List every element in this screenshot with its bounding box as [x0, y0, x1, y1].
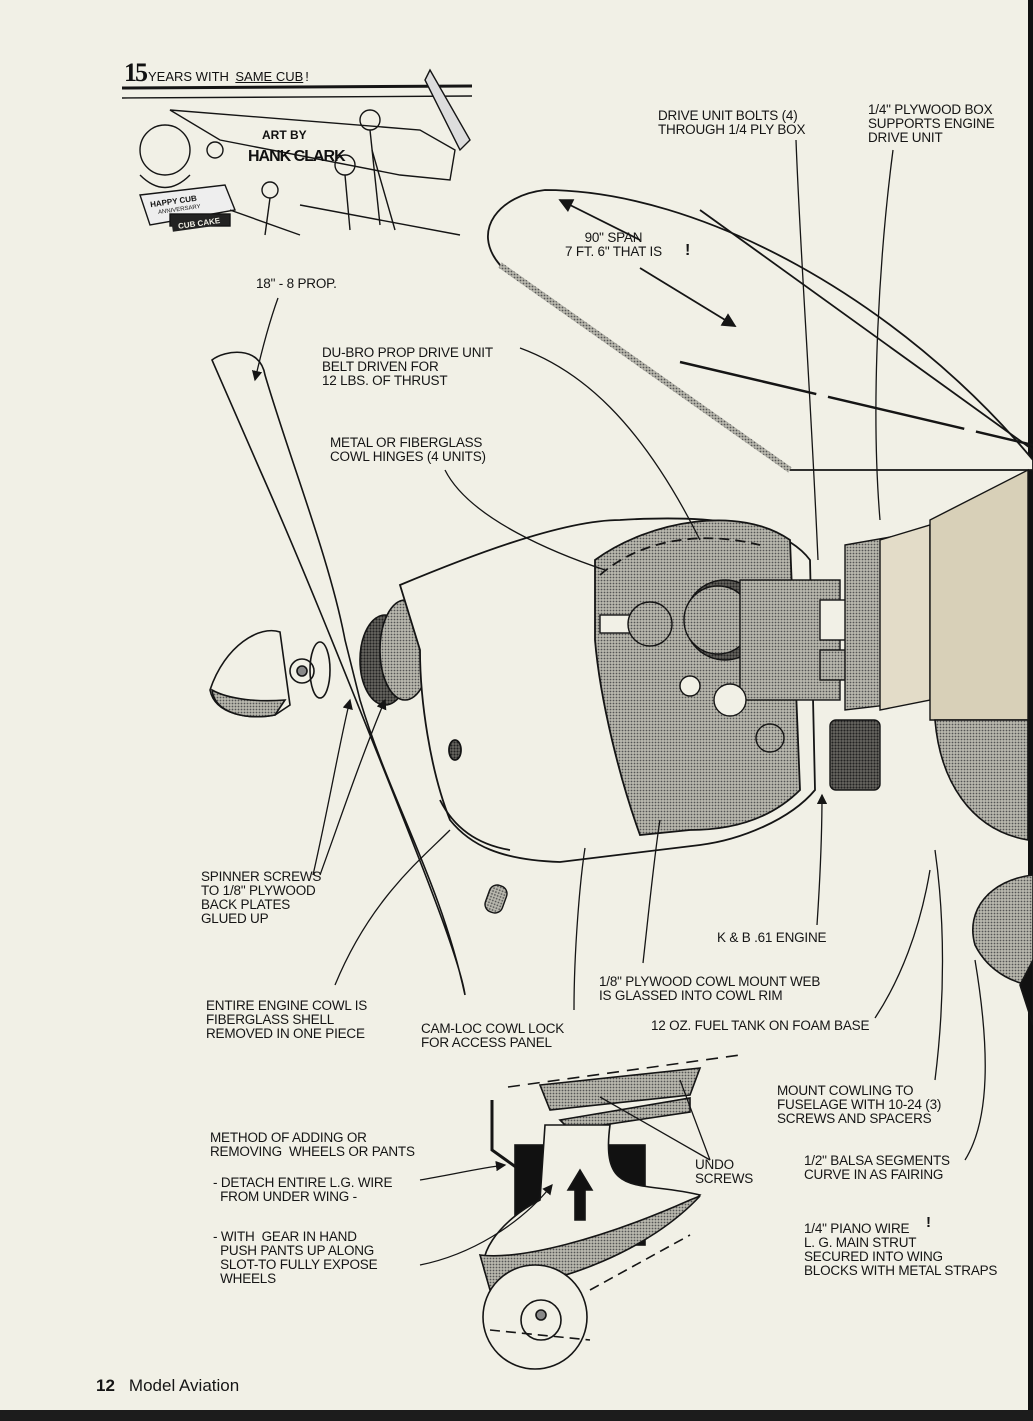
- scan-edge-bottom: [0, 1410, 1033, 1421]
- label-fuel-tank: 12 OZ. FUEL TANK ON FOAM BASE: [651, 1018, 870, 1033]
- label-wing-span: 90" SPAN 7 FT. 6" THAT IS: [565, 230, 662, 259]
- label-wing-span-exclaim: !: [685, 242, 691, 259]
- artist-name: HANK CLARK: [248, 148, 346, 165]
- cartoon-title-underlined: SAME CUB: [235, 69, 304, 84]
- page-footer: 12 Model Aviation: [96, 1376, 239, 1396]
- label-engine: K & B .61 ENGINE: [717, 930, 827, 945]
- page-number: 12: [96, 1376, 115, 1395]
- cartoon-title-prefix: YEARS WITH: [148, 69, 229, 84]
- label-push-pants: - WITH GEAR IN HAND PUSH PANTS UP ALONG …: [213, 1229, 378, 1286]
- publication-name: Model Aviation: [128, 1376, 240, 1395]
- label-detach-wire: - DETACH ENTIRE L.G. WIRE FROM UNDER WIN…: [213, 1175, 393, 1204]
- label-cam-loc: CAM-LOC COWL LOCK FOR ACCESS PANEL: [421, 1021, 565, 1050]
- label-method-heading: METHOD OF ADDING OR REMOVING WHEELS OR P…: [210, 1130, 415, 1159]
- propeller: [211, 351, 466, 996]
- cam-loc-fastener: [484, 884, 508, 914]
- label-engine-cowl: ENTIRE ENGINE COWL IS FIBERGLASS SHELL R…: [206, 998, 368, 1041]
- label-spinner-screws: SPINNER SCREWS TO 1/8" PLYWOOD BACK PLAT…: [201, 869, 322, 926]
- art-by-label: ART BY: [262, 128, 307, 142]
- label-plywood-box: 1/4" PLYWOOD BOX SUPPORTS ENGINE DRIVE U…: [868, 102, 995, 145]
- label-balsa-segments: 1/2" BALSA SEGMENTS CURVE IN AS FAIRING: [804, 1153, 950, 1182]
- fuselage-fairing: [934, 719, 1033, 1026]
- engine-drive-unit: [599, 468, 1029, 791]
- label-prop-drive-unit: DU-BRO PROP DRIVE UNIT BELT DRIVEN FOR 1…: [322, 345, 493, 388]
- leader-lines: [251, 139, 986, 1266]
- label-mount-cowling: MOUNT COWLING TO FUSELAGE WITH 10-24 (3)…: [777, 1083, 942, 1126]
- label-undo-screws: UNDO SCREWS: [695, 1157, 754, 1186]
- label-cowl-mount-web: 1/8" PLYWOOD COWL MOUNT WEB IS GLASSED I…: [599, 974, 821, 1003]
- label-piano-wire: 1/4" PIANO WIRE L. G. MAIN STRUT SECURED…: [804, 1221, 998, 1278]
- label-prop: 18" - 8 PROP.: [256, 276, 337, 291]
- label-cowl-hinges: METAL OR FIBERGLASS COWL HINGES (4 UNITS…: [330, 435, 486, 464]
- scan-edge-right: [1028, 0, 1033, 1421]
- cartoon-title-number: 15: [124, 58, 148, 87]
- landing-gear-detail: [478, 1054, 741, 1370]
- label-drive-unit-bolts: DRIVE UNIT BOLTS (4) THROUGH 1/4 PLY BOX: [658, 108, 806, 137]
- wing: [487, 189, 1033, 473]
- cartoon-title-exclaim: !: [305, 69, 309, 84]
- label-piano-wire-exclaim: !: [926, 1214, 931, 1231]
